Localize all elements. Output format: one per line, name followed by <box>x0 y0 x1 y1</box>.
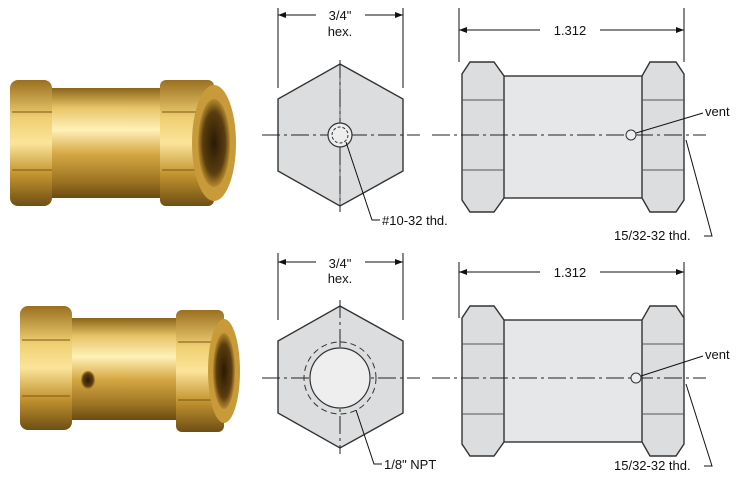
length-label: 1.312 <box>554 23 587 38</box>
outlet-thread-label: 15/32-32 thd. <box>614 458 691 473</box>
length-label: 1.312 <box>554 265 587 280</box>
outlet-thread-label: 15/32-32 thd. <box>614 228 691 243</box>
hex-end-view-top: 3/4" hex. #10-32 thd. <box>262 8 448 228</box>
hex-size-unit: hex. <box>328 271 353 286</box>
side-view-bottom: 1.312 vent 15/32-32 thd. <box>432 262 730 473</box>
hex-size-label: 3/4" <box>329 8 352 23</box>
vent-label: vent <box>705 347 730 362</box>
valve-photo-bottom <box>20 306 240 432</box>
hex-end-view-bottom: 3/4" hex. 1/8" NPT <box>262 253 436 472</box>
valve-photo-top <box>10 80 236 206</box>
hex-size-unit: hex. <box>328 24 353 39</box>
port-thread-label: #10-32 thd. <box>382 213 448 228</box>
port-thread-label: 1/8" NPT <box>384 457 436 472</box>
side-view-top: 1.312 vent 15/32-32 thd. <box>432 8 730 243</box>
hex-size-label: 3/4" <box>329 256 352 271</box>
port-circle <box>309 347 371 409</box>
vent-label: vent <box>705 104 730 119</box>
